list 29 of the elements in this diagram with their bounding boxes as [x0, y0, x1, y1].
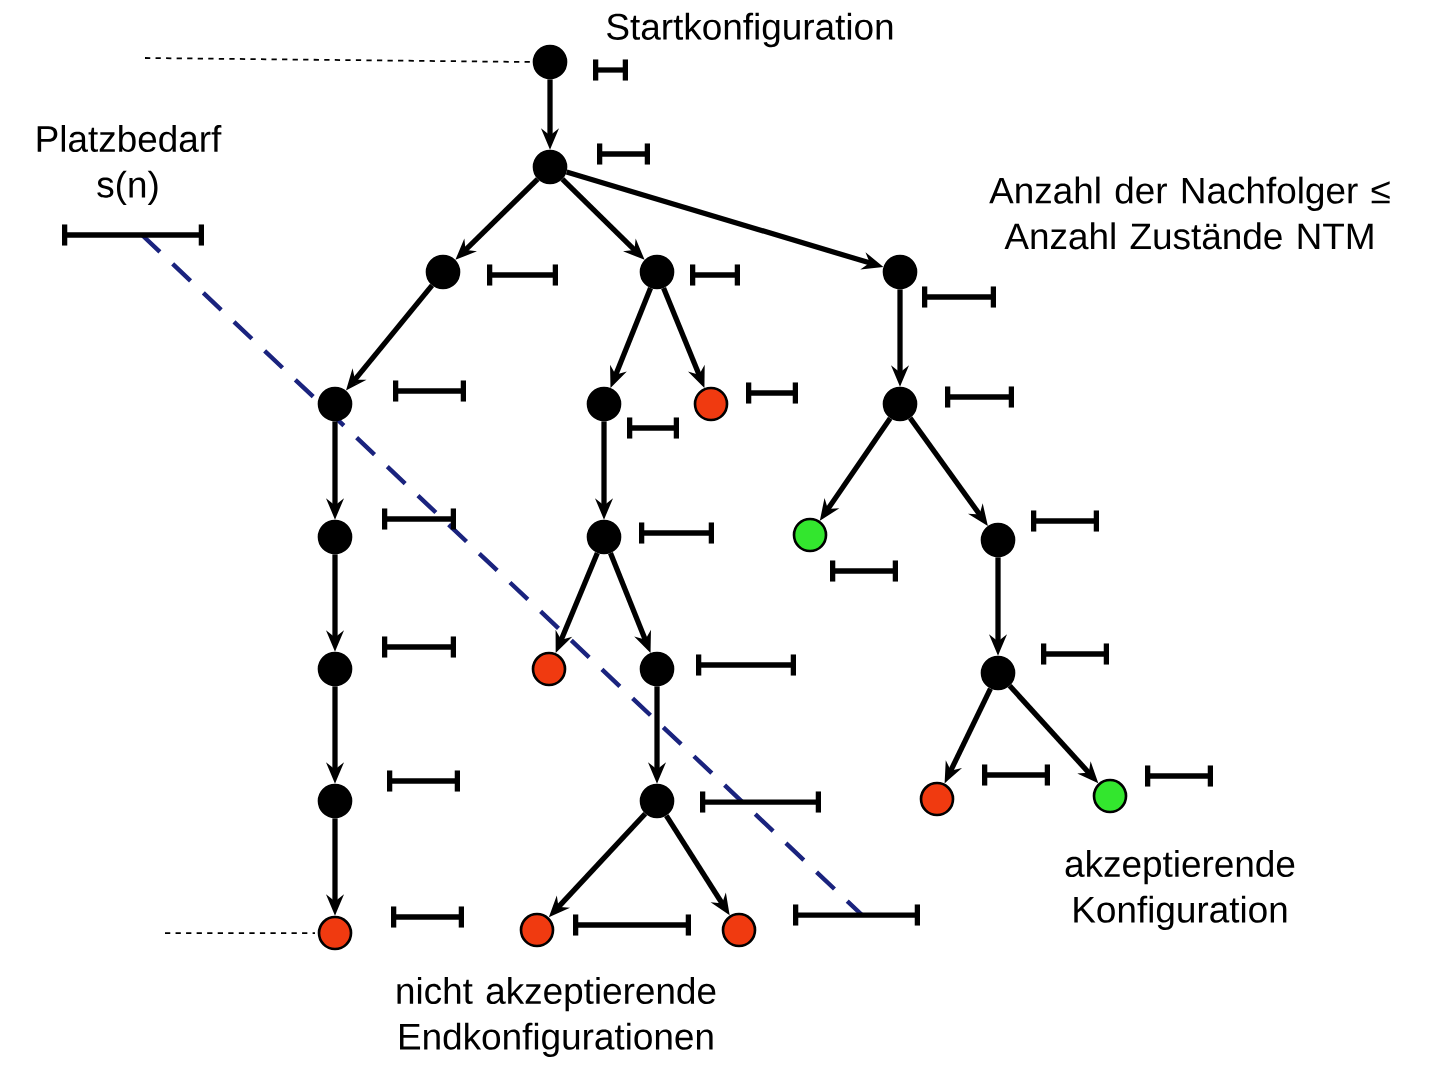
configuration-dot [532, 149, 568, 185]
configuration-dot [639, 254, 675, 290]
configuration-dot [519, 912, 555, 948]
annotation-text: Platzbedarf s(n) [37, 124, 222, 206]
configuration-dot [639, 651, 675, 687]
configuration-dot [721, 912, 757, 948]
configuration-dot [425, 254, 461, 290]
configuration-dot [586, 519, 622, 555]
configuration-dot [980, 522, 1016, 558]
configuration-dot [693, 386, 729, 422]
configuration-dot [317, 783, 353, 819]
configuration-dot [980, 655, 1016, 691]
configuration-dot [317, 519, 353, 555]
configuration-dot [882, 254, 918, 290]
configuration-dot [531, 651, 567, 687]
annotation-text: akzeptierende Konfiguration [1065, 849, 1295, 931]
annotation-text: Anzahl der Nachfolger ≤ Anzahl Zustände NTM [989, 176, 1390, 250]
configuration-dot [882, 386, 918, 422]
configuration-dot [792, 517, 828, 553]
configuration-dot [317, 915, 353, 951]
configuration-dot [919, 781, 955, 817]
configuration-dot [639, 783, 675, 819]
configuration-dot [532, 44, 568, 80]
configuration-dot [317, 386, 353, 422]
annotation-text: nicht akzeptierende Endkonfigurationen [397, 977, 716, 1058]
configuration-dot [1092, 778, 1128, 814]
annotation-text: Startkonfiguration [607, 12, 893, 48]
configuration-dot [317, 651, 353, 687]
configuration-dot [586, 386, 622, 422]
